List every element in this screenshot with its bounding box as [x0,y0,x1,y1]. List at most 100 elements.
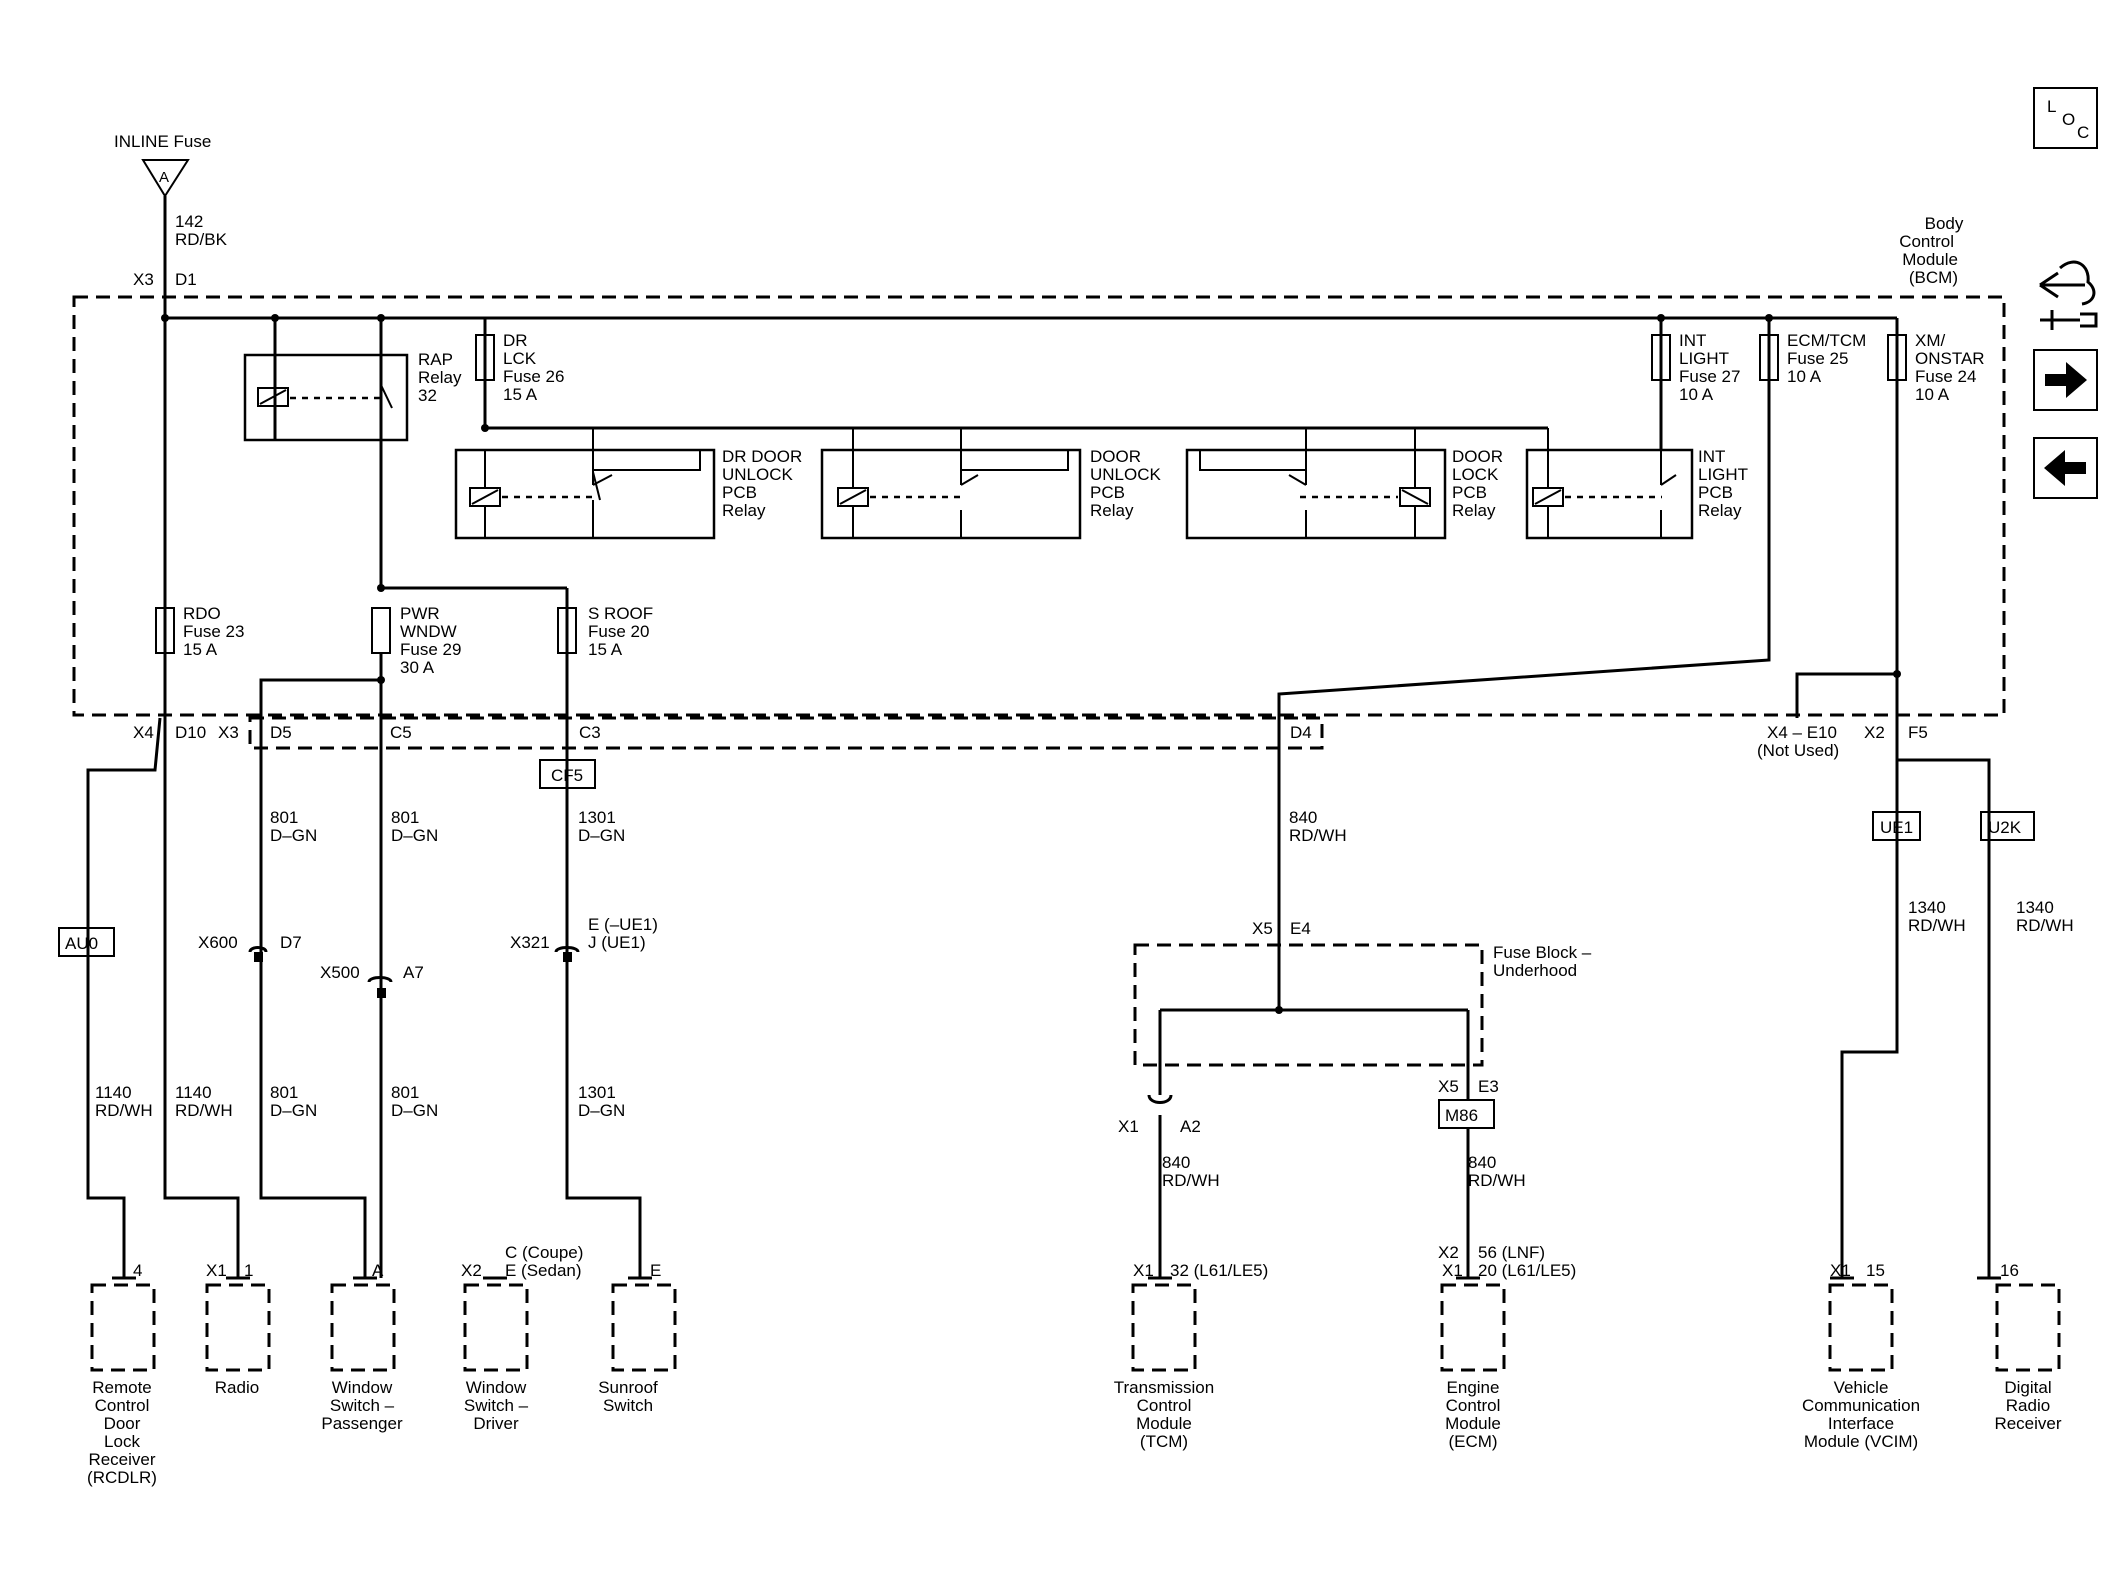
svg-text:Underhood: Underhood [1493,961,1577,980]
svg-text:RD/WH: RD/WH [1162,1171,1220,1190]
svg-text:X2: X2 [461,1261,482,1280]
dr-door-unlock-relay [454,428,716,540]
loc-button[interactable]: L O C [2033,87,2098,149]
left-arrow-icon [2044,450,2086,486]
svg-text:Module (VCIM): Module (VCIM) [1804,1432,1918,1451]
svg-text:C (Coupe): C (Coupe) [505,1243,583,1262]
bcm-outline [72,295,2006,717]
svg-text:DOOR: DOOR [1452,447,1503,466]
svg-text:X3: X3 [218,723,239,742]
component-tcm[interactable]: X1 32 (L61/LE5) Transmission Control Mod… [1114,1261,1269,1451]
svg-text:D–GN: D–GN [391,1101,438,1120]
svg-text:32: 32 [418,386,437,405]
svg-text:Fuse 25: Fuse 25 [1787,349,1848,368]
svg-text:1301: 1301 [578,808,616,827]
svg-text:E3: E3 [1478,1077,1499,1096]
svg-text:Receiver: Receiver [1994,1414,2061,1433]
svg-text:AU0: AU0 [65,934,98,953]
svg-text:J (UE1): J (UE1) [588,933,646,952]
svg-text:1: 1 [244,1261,253,1280]
svg-text:Engine: Engine [1447,1378,1500,1397]
svg-text:F5: F5 [1908,723,1928,742]
svg-text:801: 801 [391,808,419,827]
svg-text:PCB: PCB [1452,483,1487,502]
svg-text:D–GN: D–GN [391,826,438,845]
svg-text:E (–UE1): E (–UE1) [588,915,658,934]
svg-text:LCK: LCK [503,349,537,368]
svg-text:UNLOCK: UNLOCK [722,465,794,484]
svg-text:DR DOOR: DR DOOR [722,447,802,466]
svg-text:Fuse 26: Fuse 26 [503,367,564,386]
fuse-block-underhood [1133,943,1484,1067]
component-digital-radio-receiver[interactable]: 16 Digital Radio Receiver [1977,1261,2062,1433]
svg-text:801: 801 [270,1083,298,1102]
svg-text:U2K: U2K [1988,818,2022,837]
svg-text:Sunroof: Sunroof [598,1378,658,1397]
svg-text:840: 840 [1162,1153,1190,1172]
svg-text:1140: 1140 [175,1083,212,1102]
harness-icon[interactable] [2039,260,2098,330]
door-unlock-relay [820,428,1082,540]
loc-letter-l: L [2047,97,2056,116]
svg-text:Transmission: Transmission [1114,1378,1214,1397]
svg-text:(TCM): (TCM) [1140,1432,1188,1451]
svg-text:Relay: Relay [1090,501,1134,520]
svg-text:LIGHT: LIGHT [1679,349,1729,368]
svg-text:32 (L61/LE5): 32 (L61/LE5) [1170,1261,1268,1280]
svg-text:Door: Door [104,1414,141,1433]
svg-text:15: 15 [1866,1261,1885,1280]
next-arrow-button[interactable] [2033,349,2098,411]
svg-text:Vehicle: Vehicle [1834,1378,1889,1397]
svg-text:Module: Module [1445,1414,1501,1433]
svg-text:1140: 1140 [95,1083,132,1102]
svg-text:Radio: Radio [2006,1396,2050,1415]
svg-text:INT: INT [1698,447,1725,466]
svg-text:C5: C5 [390,723,412,742]
svg-text:Control: Control [1137,1396,1192,1415]
option-au0 [58,927,115,957]
svg-text:S ROOF: S ROOF [588,604,653,623]
svg-text:Digital: Digital [2004,1378,2051,1397]
svg-text:Control: Control [1899,232,1954,251]
svg-text:30 A: 30 A [400,658,435,677]
svg-text:A: A [159,169,169,186]
door-lock-relay [1185,428,1447,540]
component-radio[interactable]: X1 1 Radio [205,1261,271,1397]
component-window-switch-passenger[interactable]: A Window Switch – Passenger [321,1261,403,1433]
svg-text:Driver: Driver [473,1414,519,1433]
prev-arrow-button[interactable] [2033,437,2098,499]
svg-text:X5: X5 [1252,919,1273,938]
svg-text:ONSTAR: ONSTAR [1915,349,1985,368]
svg-text:1301: 1301 [578,1083,616,1102]
svg-text:CF5: CF5 [551,766,583,785]
component-window-switch-driver[interactable]: X2 C (Coupe) E (Sedan) Window Switch – D… [461,1243,583,1433]
svg-text:PCB: PCB [722,483,757,502]
svg-text:Fuse 27: Fuse 27 [1679,367,1740,386]
svg-text:X1: X1 [206,1261,227,1280]
svg-text:D–GN: D–GN [578,826,625,845]
svg-text:Fuse 29: Fuse 29 [400,640,461,659]
svg-text:DOOR: DOOR [1090,447,1141,466]
svg-text:X1: X1 [1830,1261,1851,1280]
svg-text:142: 142 [175,212,203,231]
svg-text:X2: X2 [1438,1243,1459,1262]
svg-text:D–GN: D–GN [270,1101,317,1120]
svg-text:Relay: Relay [1698,501,1742,520]
svg-text:801: 801 [391,1083,419,1102]
svg-text:RD/WH: RD/WH [175,1101,233,1120]
svg-text:(BCM): (BCM) [1909,268,1958,287]
component-vcim[interactable]: X1 15 Vehicle Communication Interface Mo… [1802,1261,1920,1451]
svg-text:C3: C3 [579,723,601,742]
svg-text:Relay: Relay [1452,501,1496,520]
svg-text:A: A [372,1261,384,1280]
svg-text:E4: E4 [1290,919,1311,938]
component-ecm[interactable]: X2 56 (LNF) X1 20 (L61/LE5) Engine Contr… [1438,1243,1576,1451]
component-sunroof-switch[interactable]: E Sunroof Switch [598,1261,677,1415]
svg-text:Communication: Communication [1802,1396,1920,1415]
svg-text:Radio: Radio [215,1378,259,1397]
svg-text:X3: X3 [133,270,154,289]
svg-text:840: 840 [1289,808,1317,827]
svg-text:Window: Window [466,1378,527,1397]
component-rcdlr[interactable]: 4 Remote Control Door Lock Receiver (RCD… [87,1261,157,1487]
svg-text:Fuse Block –: Fuse Block – [1493,943,1592,962]
